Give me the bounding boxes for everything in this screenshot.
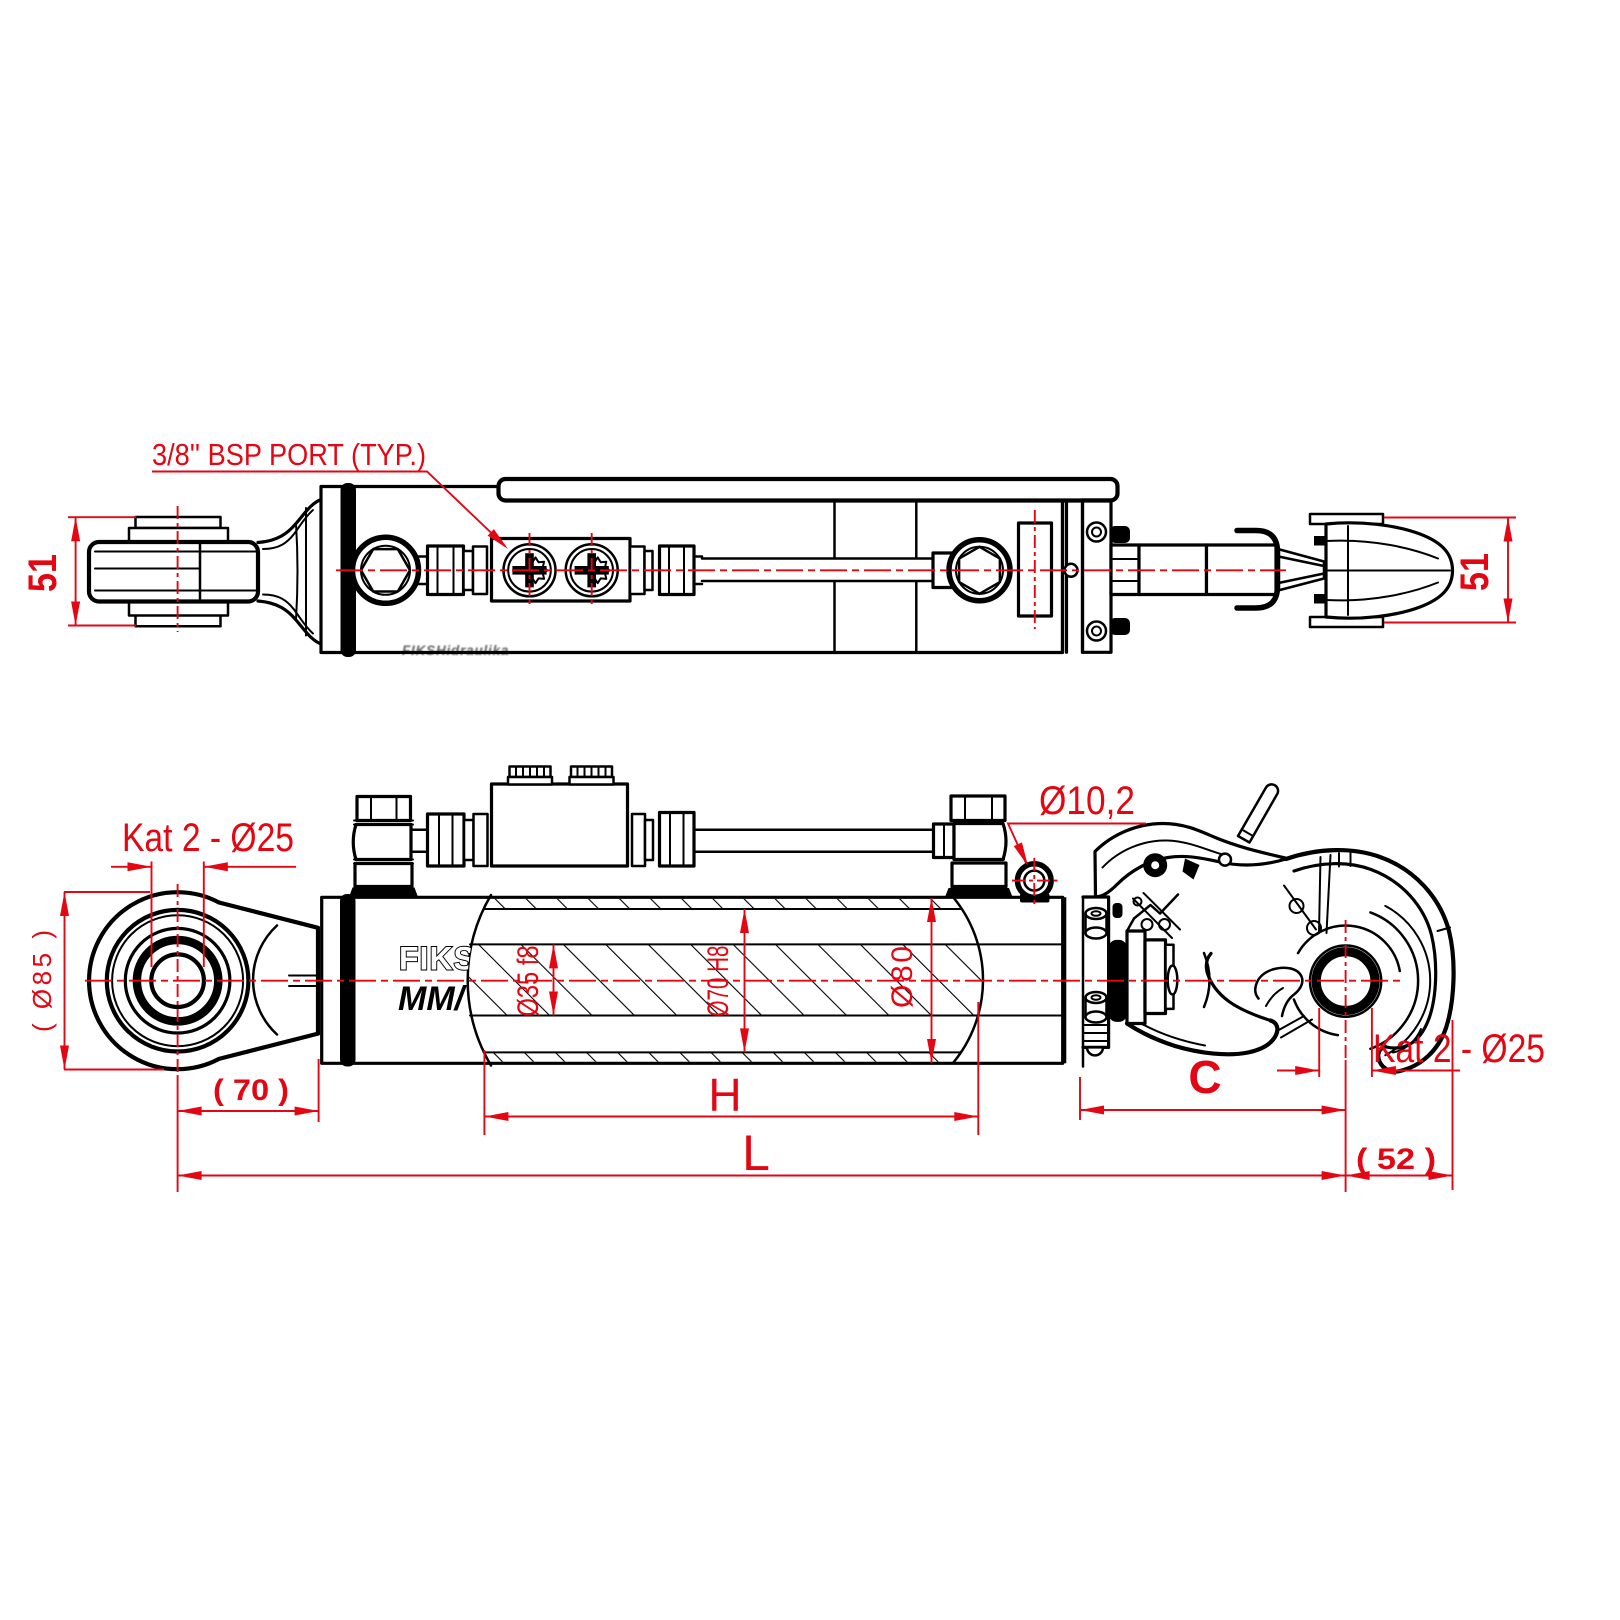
ball-housing-plan	[86, 539, 261, 604]
hook-curl-body	[1283, 848, 1456, 1074]
top-view: FIKSHidraulika	[21, 437, 1516, 658]
top-view-centerlines	[176, 506, 1286, 632]
dim-dia35: Ø35 f8	[512, 944, 558, 1017]
right-elbow-plan	[931, 537, 1013, 604]
hook-shank-1	[1125, 929, 1147, 1026]
latch-release-pin	[1236, 783, 1280, 844]
dim-L: L	[177, 1125, 1346, 1181]
hook-shank-2	[1143, 938, 1168, 1016]
dim-dia102: Ø10,2	[1006, 779, 1146, 904]
dim-C: C	[1079, 1051, 1346, 1120]
dim-C-text: C	[1188, 1051, 1221, 1103]
latch-spring-wire-plan	[1234, 527, 1281, 611]
steel-tube-plan	[700, 557, 935, 583]
gland-section	[1081, 895, 1127, 1068]
relief-cap-right	[568, 765, 615, 786]
dim-dia80: Ø80	[886, 898, 936, 1063]
latch-lever	[1093, 821, 1290, 899]
bsp-port-text: 3/8'' BSP PORT (TYP.)	[152, 437, 426, 472]
dim-dia102-text: Ø10,2	[1039, 779, 1135, 823]
valve-block-section	[489, 782, 630, 868]
dim-dia85-text: ( Ø85 )	[27, 930, 57, 1032]
dim-70-text: ( 70 )	[213, 1074, 289, 1107]
dim-dia35-text: Ø35 f8	[512, 946, 545, 1017]
hook-latch-section	[1093, 783, 1290, 899]
top-plate-plan	[496, 476, 1120, 503]
ball-joint-end-plan	[86, 497, 323, 646]
brand-logo-top-view: FIKSHidraulika	[402, 643, 509, 658]
dim-70: ( 70 )	[177, 1059, 320, 1122]
dim-51-right: 51	[1384, 516, 1516, 624]
dim-kat2-left: Kat 2 - Ø25	[111, 816, 296, 967]
dim-kat2-left-text: Kat 2 - Ø25	[122, 816, 294, 860]
gland-plan	[1080, 498, 1130, 654]
dim-dia80-text: Ø80	[886, 946, 919, 1008]
section-break-left	[466, 893, 493, 1067]
stamp-mm: MM/	[398, 980, 468, 1018]
dim-H-text: H	[708, 1069, 741, 1121]
dim-51-left: 51	[21, 516, 136, 627]
dim-52: ( 52 )	[1345, 1020, 1454, 1190]
hook-socket-arc-2	[1384, 904, 1432, 1057]
dim-51-left-text: 51	[21, 554, 65, 592]
dim-kat2-right: Kat 2 - Ø25	[1277, 1008, 1545, 1077]
bsp-port-label: 3/8'' BSP PORT (TYP.)	[152, 437, 508, 549]
gland-bolt-bottom	[1084, 990, 1108, 1024]
seal-band-section	[340, 894, 356, 1067]
dim-kat2-right-text: Kat 2 - Ø25	[1373, 1027, 1545, 1071]
dim-H: H	[483, 1002, 980, 1135]
hose-assembly-section	[349, 765, 1054, 903]
steel-tube-section	[692, 828, 935, 854]
gland-bolt-top	[1084, 906, 1108, 940]
dim-dia70: Ø70 H8	[702, 909, 749, 1053]
right-elbow-section	[931, 794, 1013, 897]
hook-socket-arc-1	[1369, 911, 1420, 1051]
dim-51-right-text: 51	[1453, 553, 1497, 591]
dim-dia85: ( Ø85 )	[27, 891, 164, 1071]
dim-dia70-text: Ø70 H8	[702, 946, 735, 1017]
dim-L-text: L	[742, 1125, 770, 1181]
dim-52-text: ( 52 )	[1356, 1143, 1436, 1176]
hook-jaw-lip	[1254, 966, 1304, 1018]
left-elbow-section	[349, 794, 418, 897]
section-view: FIKSH MM/	[27, 765, 1545, 1192]
relief-cap-left	[506, 765, 554, 786]
